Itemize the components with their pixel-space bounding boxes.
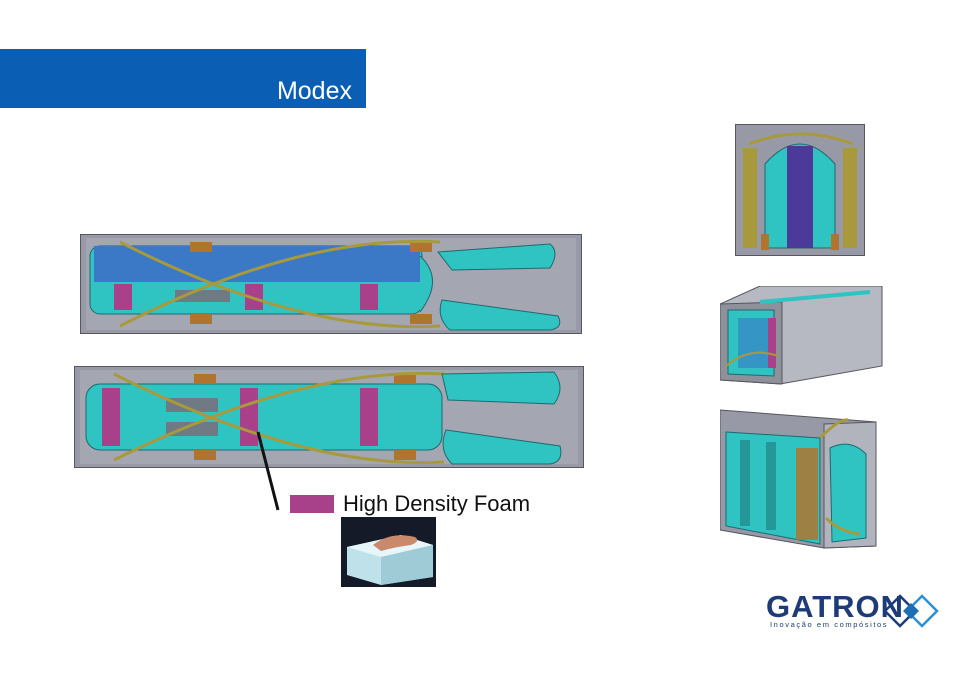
slide-title: Modex bbox=[276, 77, 352, 105]
foam-legend-swatch bbox=[290, 495, 334, 513]
container-end-view bbox=[735, 124, 865, 256]
foam-pointer-line bbox=[256, 431, 280, 511]
gatron-logo-mark bbox=[884, 594, 939, 628]
title-bar: Modex bbox=[0, 49, 366, 108]
container-perspective-view-1 bbox=[720, 286, 883, 385]
foam-photo bbox=[341, 517, 436, 587]
container-top-view-2 bbox=[74, 366, 584, 468]
gatron-logo-tagline: Inovação em compósitos bbox=[770, 620, 889, 629]
container-top-view-1 bbox=[80, 234, 582, 334]
gatron-logo-word: GATRON bbox=[766, 589, 905, 624]
container-perspective-view-2 bbox=[720, 409, 877, 549]
foam-legend-label: High Density Foam bbox=[343, 491, 531, 516]
